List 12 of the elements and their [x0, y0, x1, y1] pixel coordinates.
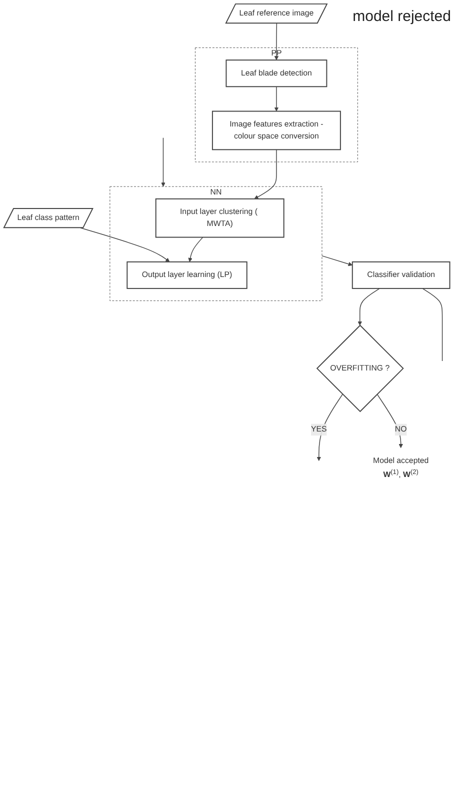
arrow: [358, 288, 380, 326]
arrow: [316, 394, 343, 461]
arrow: [161, 137, 166, 187]
connector: [422, 288, 443, 362]
arrow: [80, 228, 170, 262]
arrow: [376, 394, 403, 448]
arrow: [274, 86, 279, 112]
arrow: [274, 23, 279, 60]
arrow: [188, 236, 204, 262]
arrow: [254, 149, 277, 200]
arrow: [322, 255, 353, 266]
note-text: model rejected: [352, 8, 451, 25]
